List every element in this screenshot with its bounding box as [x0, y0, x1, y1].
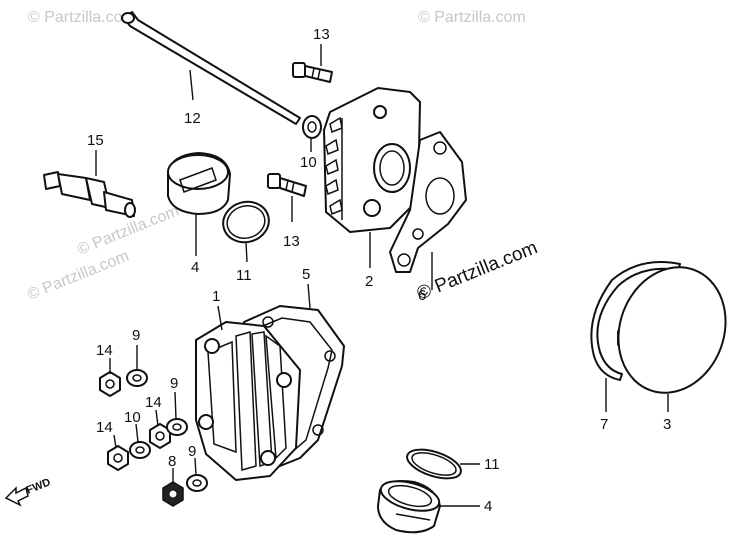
- part-2-cylinder: 2: [323, 87, 421, 290]
- callout-11-top: 11: [236, 267, 252, 284]
- watermark-top-center: © Partzilla.com: [418, 9, 526, 26]
- part-11-oring-top: 11: [222, 200, 270, 284]
- callout-13-top: 13: [313, 26, 330, 43]
- callout-14-row2b: 14: [145, 394, 162, 411]
- part-3-round-cover: 3: [617, 266, 727, 433]
- callout-1: 1: [212, 288, 220, 305]
- watermark-left: © Partzilla.com: [25, 248, 131, 304]
- fwd-label: FWD: [25, 476, 53, 497]
- part-9-washer-row2: 9: [166, 375, 188, 436]
- part-10-washer-top: 10: [300, 115, 322, 171]
- part-9-washer-row1: 9: [126, 327, 148, 387]
- part-8-nut-row3: 8: [162, 453, 184, 507]
- part-15-sensor: 15: [43, 132, 136, 218]
- part-6-gasket: 6: [389, 131, 467, 304]
- callout-8: 8: [168, 453, 176, 470]
- callout-9-row1: 9: [132, 327, 140, 344]
- callout-11-bottom: 11: [484, 456, 500, 473]
- part-12-stud-bolt: 12: [121, 11, 301, 127]
- part-10-washer-row2: 10: [124, 409, 151, 459]
- callout-13-mid: 13: [283, 233, 300, 250]
- callout-12: 12: [184, 110, 201, 127]
- callout-3: 3: [663, 416, 671, 433]
- part-14-nut-row2a: 14: [96, 419, 129, 471]
- part-11-oring-bottom: 11: [406, 448, 500, 480]
- part-4-cap-bottom: 4: [377, 480, 492, 534]
- callout-15: 15: [87, 132, 104, 149]
- callout-9-row2: 9: [170, 375, 178, 392]
- callout-4-bottom: 4: [484, 498, 492, 515]
- part-4-cap-top: 4: [167, 152, 231, 276]
- part-14-nut-row2b: 14: [145, 394, 171, 449]
- callout-14-row1: 14: [96, 342, 113, 359]
- watermark-layer: © Partzilla.com © Partzilla.com © Partzi…: [25, 9, 540, 305]
- callout-10-top: 10: [300, 154, 317, 171]
- part-1-head-cover: 1: [195, 288, 301, 481]
- callout-10-row2: 10: [124, 409, 141, 426]
- callout-5: 5: [302, 266, 310, 283]
- fwd-arrow: FWD: [4, 476, 53, 507]
- part-14-nut-row1: 14: [96, 342, 121, 397]
- callout-4-top: 4: [191, 259, 199, 276]
- callout-2: 2: [365, 273, 373, 290]
- part-13-bolt-mid: 13: [267, 173, 307, 250]
- callout-14-row2a: 14: [96, 419, 113, 436]
- callout-6: 6: [418, 287, 426, 304]
- part-9-washer-row3: 9: [186, 443, 208, 492]
- part-13-bolt-top: 13: [292, 26, 333, 83]
- callout-7: 7: [600, 416, 608, 433]
- callout-9-row3: 9: [188, 443, 196, 460]
- watermark-top-left: © Partzilla.com: [28, 9, 136, 26]
- watermark-center-brand: © Partzilla.com: [414, 237, 541, 304]
